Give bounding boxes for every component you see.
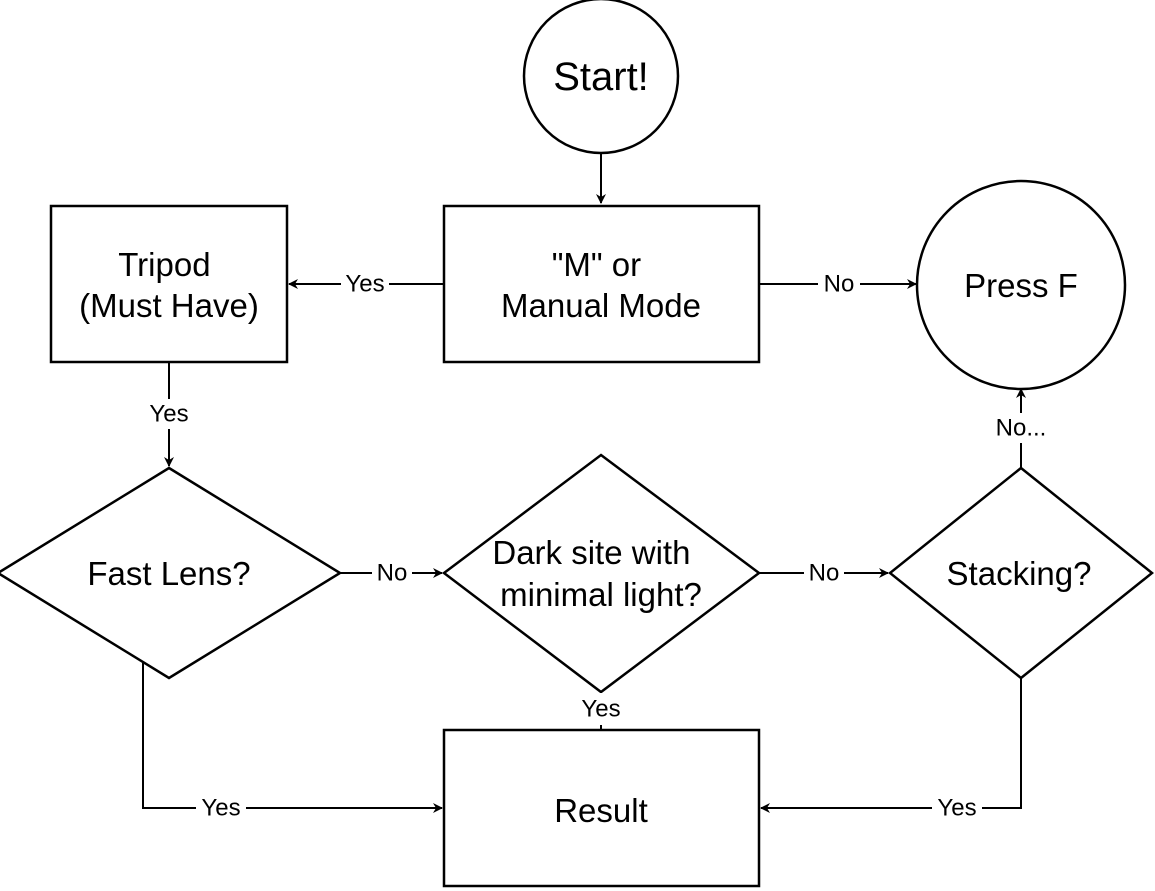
dark-site-label-line2: minimal light?: [500, 576, 702, 613]
node-result: Result: [442, 728, 761, 888]
edge-label-fast-lens-to-dark-site: No: [372, 559, 412, 587]
dark-site-diamond: [441, 453, 762, 694]
result-label: Result: [554, 792, 648, 829]
manual-mode-label: "M" or Manual Mode: [501, 246, 701, 324]
start-circle: [522, 0, 680, 155]
manual-mode-box: [442, 204, 761, 364]
stacking-label: Stacking?: [947, 555, 1092, 592]
tripod-label-line1: Tripod: [118, 246, 210, 283]
edge-label-text-fast-lens-to-dark-site: No: [377, 559, 408, 586]
manual-mode-label-line1: "M" or: [552, 246, 641, 283]
edge-label-text-fast-lens-to-result: Yes: [201, 794, 240, 821]
press-f-label: Press F: [964, 267, 1078, 304]
stacking-diamond: [888, 466, 1154, 680]
node-manual-mode: "M" or Manual Mode: [442, 204, 761, 364]
node-press-f: Press F: [915, 179, 1127, 391]
node-fast-lens: Fast Lens?: [0, 466, 343, 680]
fast-lens-diamond: [0, 466, 343, 680]
edge-label-dark-site-to-stacking: No: [804, 559, 844, 587]
edge-label-stacking-to-result: Yes: [932, 794, 982, 822]
manual-mode-label-line2: Manual Mode: [501, 287, 701, 324]
tripod-label: Tripod (Must Have): [79, 246, 259, 324]
tripod-box: [49, 204, 289, 364]
result-box: [442, 728, 761, 888]
edge-label-dark-site-to-result: Yes: [576, 693, 626, 725]
fast-lens-label: Fast Lens?: [87, 555, 250, 592]
node-start: Start!: [522, 0, 680, 155]
edge-label-text-dark-site-to-result: Yes: [581, 695, 620, 722]
edge-label-text-tripod-to-fast-lens: Yes: [149, 400, 188, 427]
node-dark-site: Dark site with minimal light?: [441, 453, 762, 694]
press-f-circle: [915, 179, 1127, 391]
edge-label-text-manual-to-tripod: Yes: [345, 270, 384, 297]
edge-label-text-stacking-to-press-f: No...: [996, 414, 1047, 441]
edge-label-fast-lens-to-result: Yes: [196, 794, 246, 822]
edge-label-tripod-to-fast-lens: Yes: [144, 399, 194, 429]
edge-fast-lens-to-result: [142, 660, 443, 813]
edge-label-stacking-to-press-f: No...: [988, 413, 1054, 443]
edge-label-manual-to-press-f: No: [818, 270, 860, 298]
node-tripod: Tripod (Must Have): [49, 204, 289, 364]
node-stacking: Stacking?: [888, 466, 1154, 680]
edge-label-text-stacking-to-result: Yes: [937, 794, 976, 821]
edge-label-text-manual-to-press-f: No: [824, 270, 855, 297]
tripod-label-line2: (Must Have): [79, 287, 259, 324]
dark-site-label-line1: Dark site with: [492, 534, 690, 571]
edge-stacking-to-result: [760, 678, 1022, 813]
edge-label-text-dark-site-to-stacking: No: [809, 559, 840, 586]
edge-label-manual-to-tripod: Yes: [341, 270, 389, 298]
dark-site-label: Dark site with minimal light?: [492, 534, 701, 613]
start-label: Start!: [553, 55, 649, 99]
